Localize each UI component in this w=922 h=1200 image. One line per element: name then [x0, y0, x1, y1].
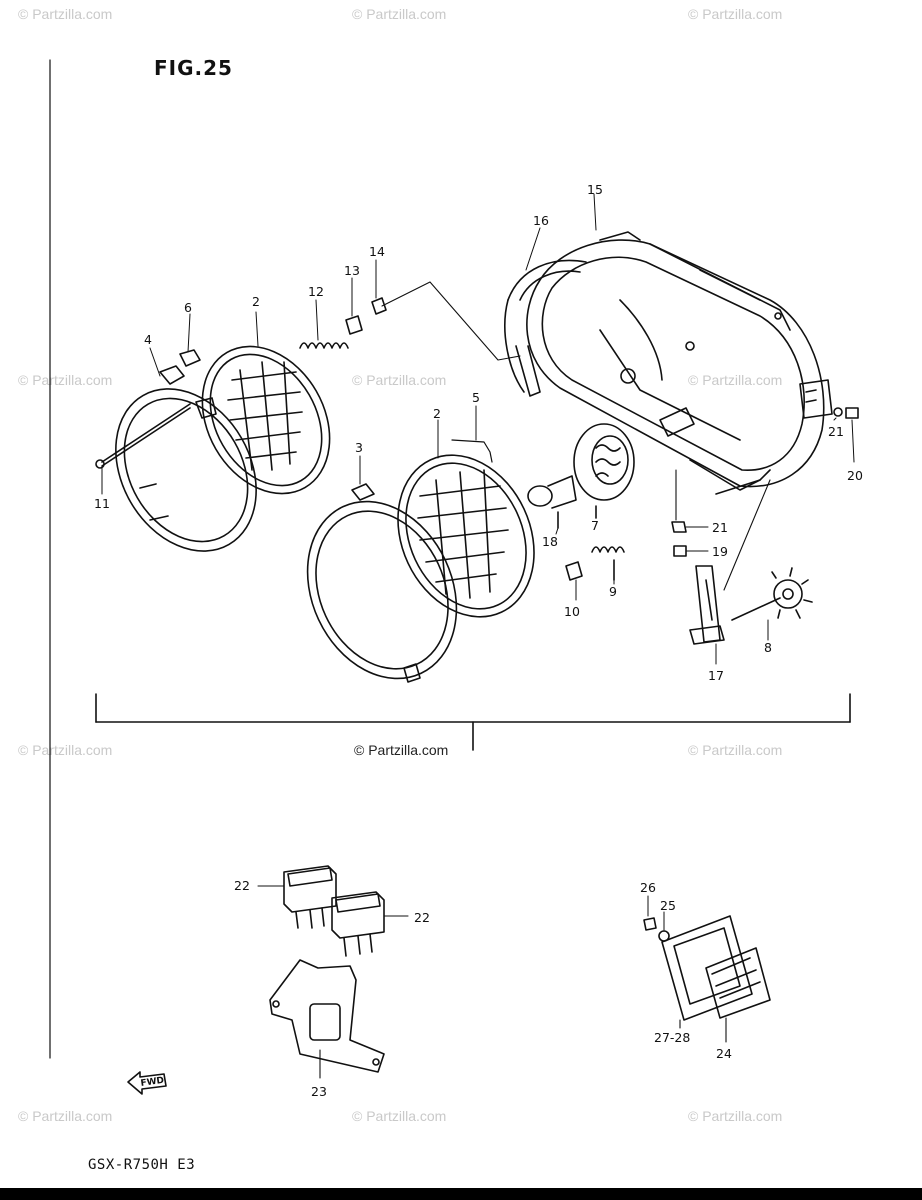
rim-left [115, 365, 257, 552]
part-label: 21 [828, 424, 844, 439]
part-label: 3 [355, 440, 363, 455]
part-label: 18 [542, 534, 558, 549]
center-credit: © Partzilla.com [354, 742, 449, 758]
socket-5 [451, 439, 493, 463]
part-label: 2 [252, 294, 260, 309]
part-label: 4 [144, 332, 152, 347]
part-label: 15 [587, 182, 603, 197]
rim-right [306, 483, 458, 683]
part-label: 27-28 [654, 1030, 690, 1045]
screw-11 [95, 403, 191, 469]
nut-13 [345, 315, 363, 335]
watermark: © Partzilla.com [18, 1108, 113, 1124]
part-label: 9 [609, 584, 617, 599]
gasket-27-28 [661, 915, 753, 1021]
part-label: 8 [764, 640, 772, 655]
fwd-arrow-icon [127, 1071, 167, 1095]
part-label: 19 [712, 544, 728, 559]
part-labels: 15 16 14 13 12 2 6 4 5 2 21 3 20 11 7 21… [94, 182, 863, 1099]
watermark: © Partzilla.com [352, 6, 447, 22]
part-label: 14 [369, 244, 385, 259]
part-label: 26 [640, 880, 656, 895]
part-label: 6 [184, 300, 192, 315]
adjuster-8 [731, 567, 813, 621]
cap-14 [371, 297, 387, 315]
bottom-bar [0, 1188, 922, 1200]
part-label: 23 [311, 1084, 327, 1099]
relay-22-a [283, 865, 337, 929]
nut-21 [671, 521, 687, 533]
washer-25 [658, 930, 670, 942]
watermark: © Partzilla.com [18, 742, 113, 758]
headlight-housing [504, 231, 833, 495]
bulb-18 [527, 475, 577, 529]
part-label: 17 [708, 668, 724, 683]
part-label: 16 [533, 213, 549, 228]
part-label: 11 [94, 496, 110, 511]
watermark: © Partzilla.com [352, 372, 447, 388]
bracket-23 [269, 959, 385, 1079]
relay-22-b [331, 891, 385, 957]
part-label: 21 [712, 520, 728, 535]
lens-right [397, 454, 535, 618]
bolt-19 [673, 545, 687, 557]
watermark: © Partzilla.com [688, 742, 783, 758]
spring-12 [299, 342, 349, 349]
part-label: 20 [847, 468, 863, 483]
assembly-bracket [95, 693, 851, 751]
nut-10 [565, 561, 583, 581]
fwd-label: FWD [140, 1076, 165, 1089]
watermark: © Partzilla.com [688, 1108, 783, 1124]
leader-lines [101, 193, 855, 931]
watermark: © Partzilla.com [18, 372, 113, 388]
nut-6 [179, 349, 201, 367]
nut-26 [643, 917, 657, 931]
holder-7 [573, 423, 635, 519]
part-label: 12 [308, 284, 324, 299]
model-code: GSX-R750H E3 [88, 1157, 196, 1173]
part-label: 7 [591, 518, 599, 533]
watermark: © Partzilla.com [352, 1108, 447, 1124]
watermark: © Partzilla.com [688, 372, 783, 388]
part-label: 25 [660, 898, 676, 913]
part-label: 13 [344, 263, 360, 278]
part-label: 24 [716, 1046, 732, 1061]
washer-21 [833, 407, 843, 417]
lens-left [201, 345, 331, 495]
part-label: 10 [564, 604, 580, 619]
watermark: © Partzilla.com [18, 6, 113, 22]
figure-title: FIG.25 [154, 56, 233, 80]
part-label: 22 [414, 910, 430, 925]
part-label: 5 [472, 390, 480, 405]
reflector-24 [705, 947, 771, 1019]
screw-20 [845, 407, 859, 419]
part-label: 2 [433, 406, 441, 421]
spring-9 [591, 546, 625, 553]
part-label: 22 [234, 878, 250, 893]
watermark: © Partzilla.com [688, 6, 783, 22]
bracket-17 [689, 479, 771, 645]
